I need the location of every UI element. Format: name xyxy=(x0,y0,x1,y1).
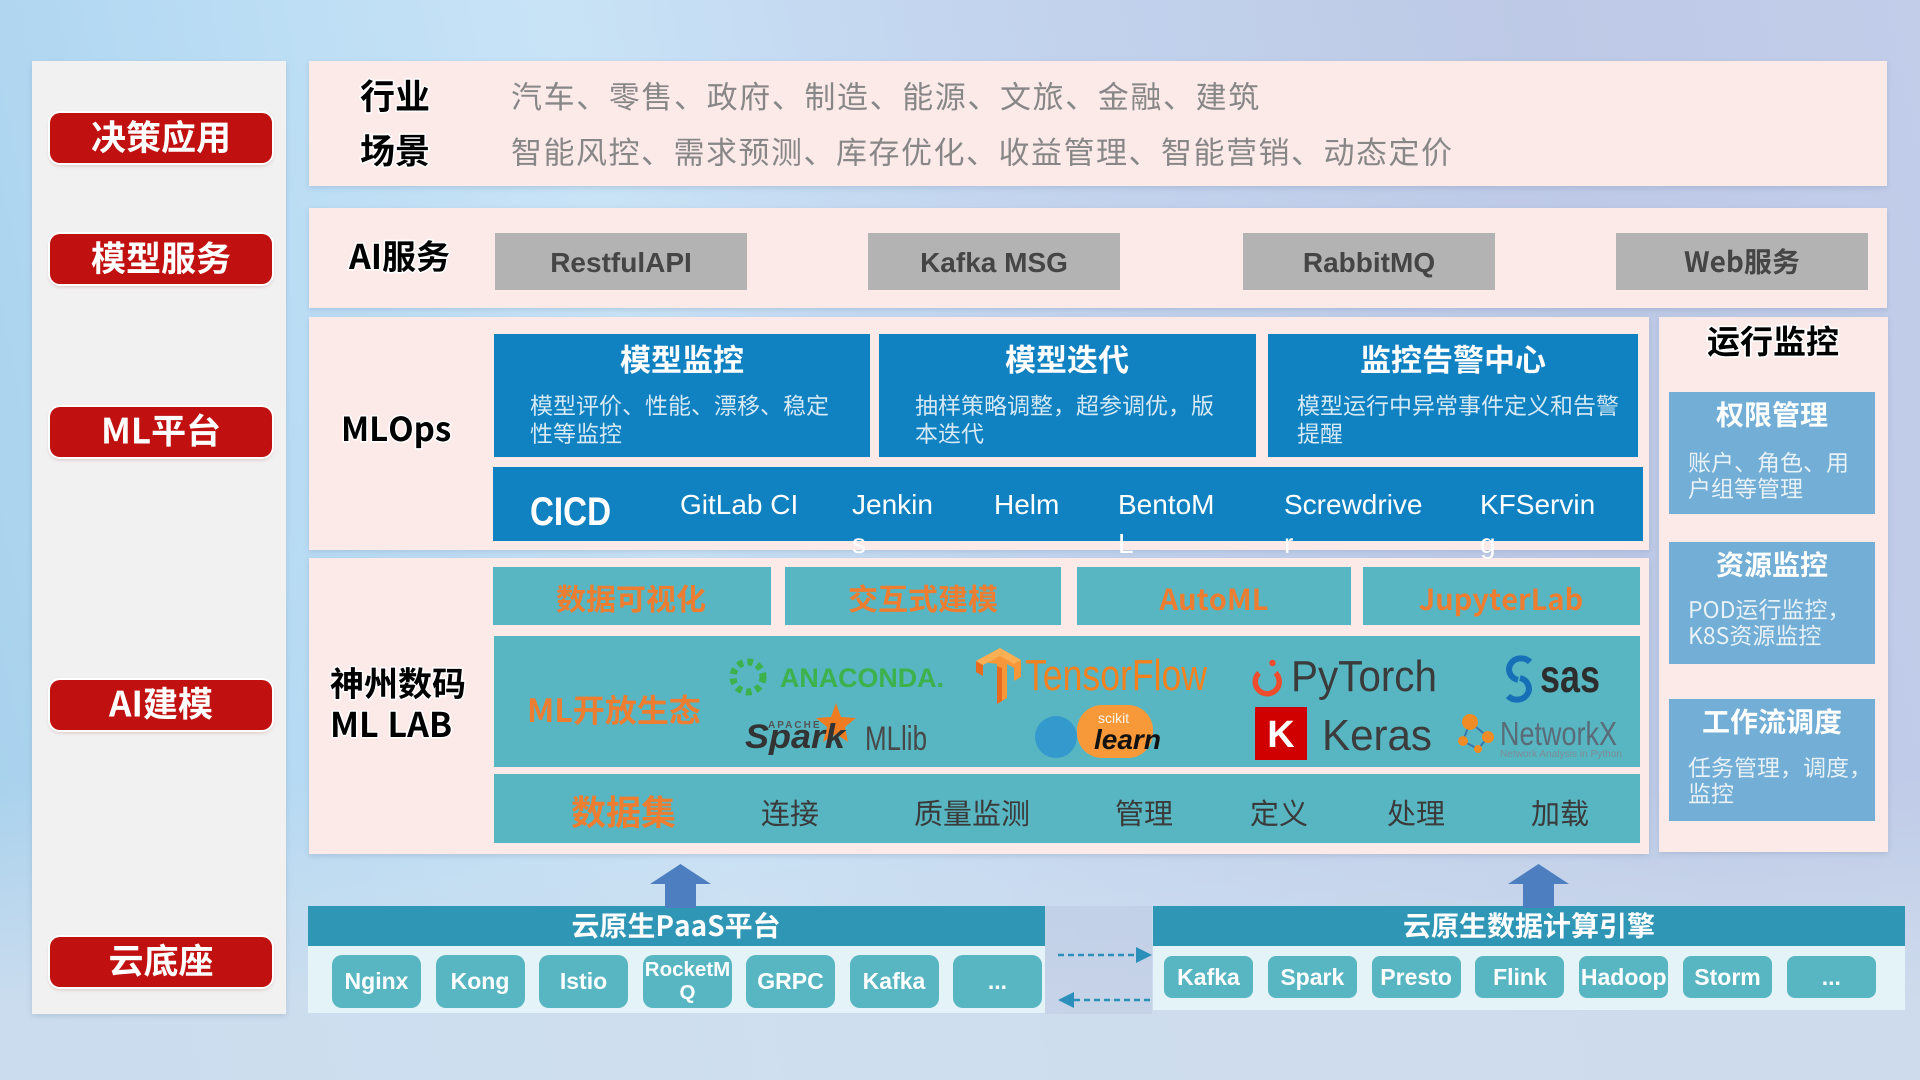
svg-text:MLlib: MLlib xyxy=(865,720,927,758)
svg-text:Keras: Keras xyxy=(1322,711,1432,760)
svg-text:KFServin: KFServin xyxy=(1480,489,1595,520)
svg-text:BentoM: BentoM xyxy=(1118,489,1215,520)
svg-text:RabbitMQ: RabbitMQ xyxy=(1303,247,1435,278)
svg-text:Istio: Istio xyxy=(560,968,607,994)
svg-text:Helm: Helm xyxy=(994,489,1059,520)
svg-text:Kong: Kong xyxy=(451,968,510,994)
svg-text:learn: learn xyxy=(1094,724,1161,755)
svg-text:GRPC: GRPC xyxy=(757,968,823,994)
svg-text:Network Analysis in Python: Network Analysis in Python xyxy=(1500,748,1622,760)
svg-text:Q: Q xyxy=(680,981,696,1004)
svg-text:NetworkX: NetworkX xyxy=(1500,715,1617,752)
svg-text:PyTorch: PyTorch xyxy=(1291,652,1437,701)
svg-text:sas: sas xyxy=(1540,650,1600,702)
svg-text:TensorFlow: TensorFlow xyxy=(1025,651,1207,700)
svg-text:Kafka MSG: Kafka MSG xyxy=(920,247,1068,278)
svg-text:RocketM: RocketM xyxy=(645,958,730,981)
svg-text:Spark: Spark xyxy=(1280,964,1344,990)
svg-text:s: s xyxy=(852,528,866,559)
svg-text:RestfulAPI: RestfulAPI xyxy=(550,247,692,278)
svg-text:APACHE: APACHE xyxy=(768,720,821,731)
svg-text:Flink: Flink xyxy=(1493,964,1547,990)
svg-text:scikit: scikit xyxy=(1098,710,1129,726)
svg-text:Spark: Spark xyxy=(745,718,847,756)
svg-text:...: ... xyxy=(1822,964,1841,990)
svg-text:Storm: Storm xyxy=(1694,964,1760,990)
svg-text:Kafka: Kafka xyxy=(1177,964,1240,990)
svg-text:Kafka: Kafka xyxy=(863,968,926,994)
svg-text:Screwdrive: Screwdrive xyxy=(1284,489,1422,520)
svg-text:GitLab CI: GitLab CI xyxy=(680,489,798,520)
svg-text:Nginx: Nginx xyxy=(345,968,409,994)
svg-text:g: g xyxy=(1480,528,1496,559)
svg-text:ANACONDA.: ANACONDA. xyxy=(780,663,944,693)
svg-text:L: L xyxy=(1118,528,1134,559)
svg-text:Presto: Presto xyxy=(1380,964,1452,990)
svg-text:...: ... xyxy=(988,968,1007,994)
svg-text:CICD: CICD xyxy=(530,490,611,534)
svg-text:Hadoop: Hadoop xyxy=(1581,964,1667,990)
svg-text:Jenkin: Jenkin xyxy=(852,489,933,520)
svg-text:r: r xyxy=(1284,528,1293,559)
svg-text:K: K xyxy=(1267,714,1295,756)
